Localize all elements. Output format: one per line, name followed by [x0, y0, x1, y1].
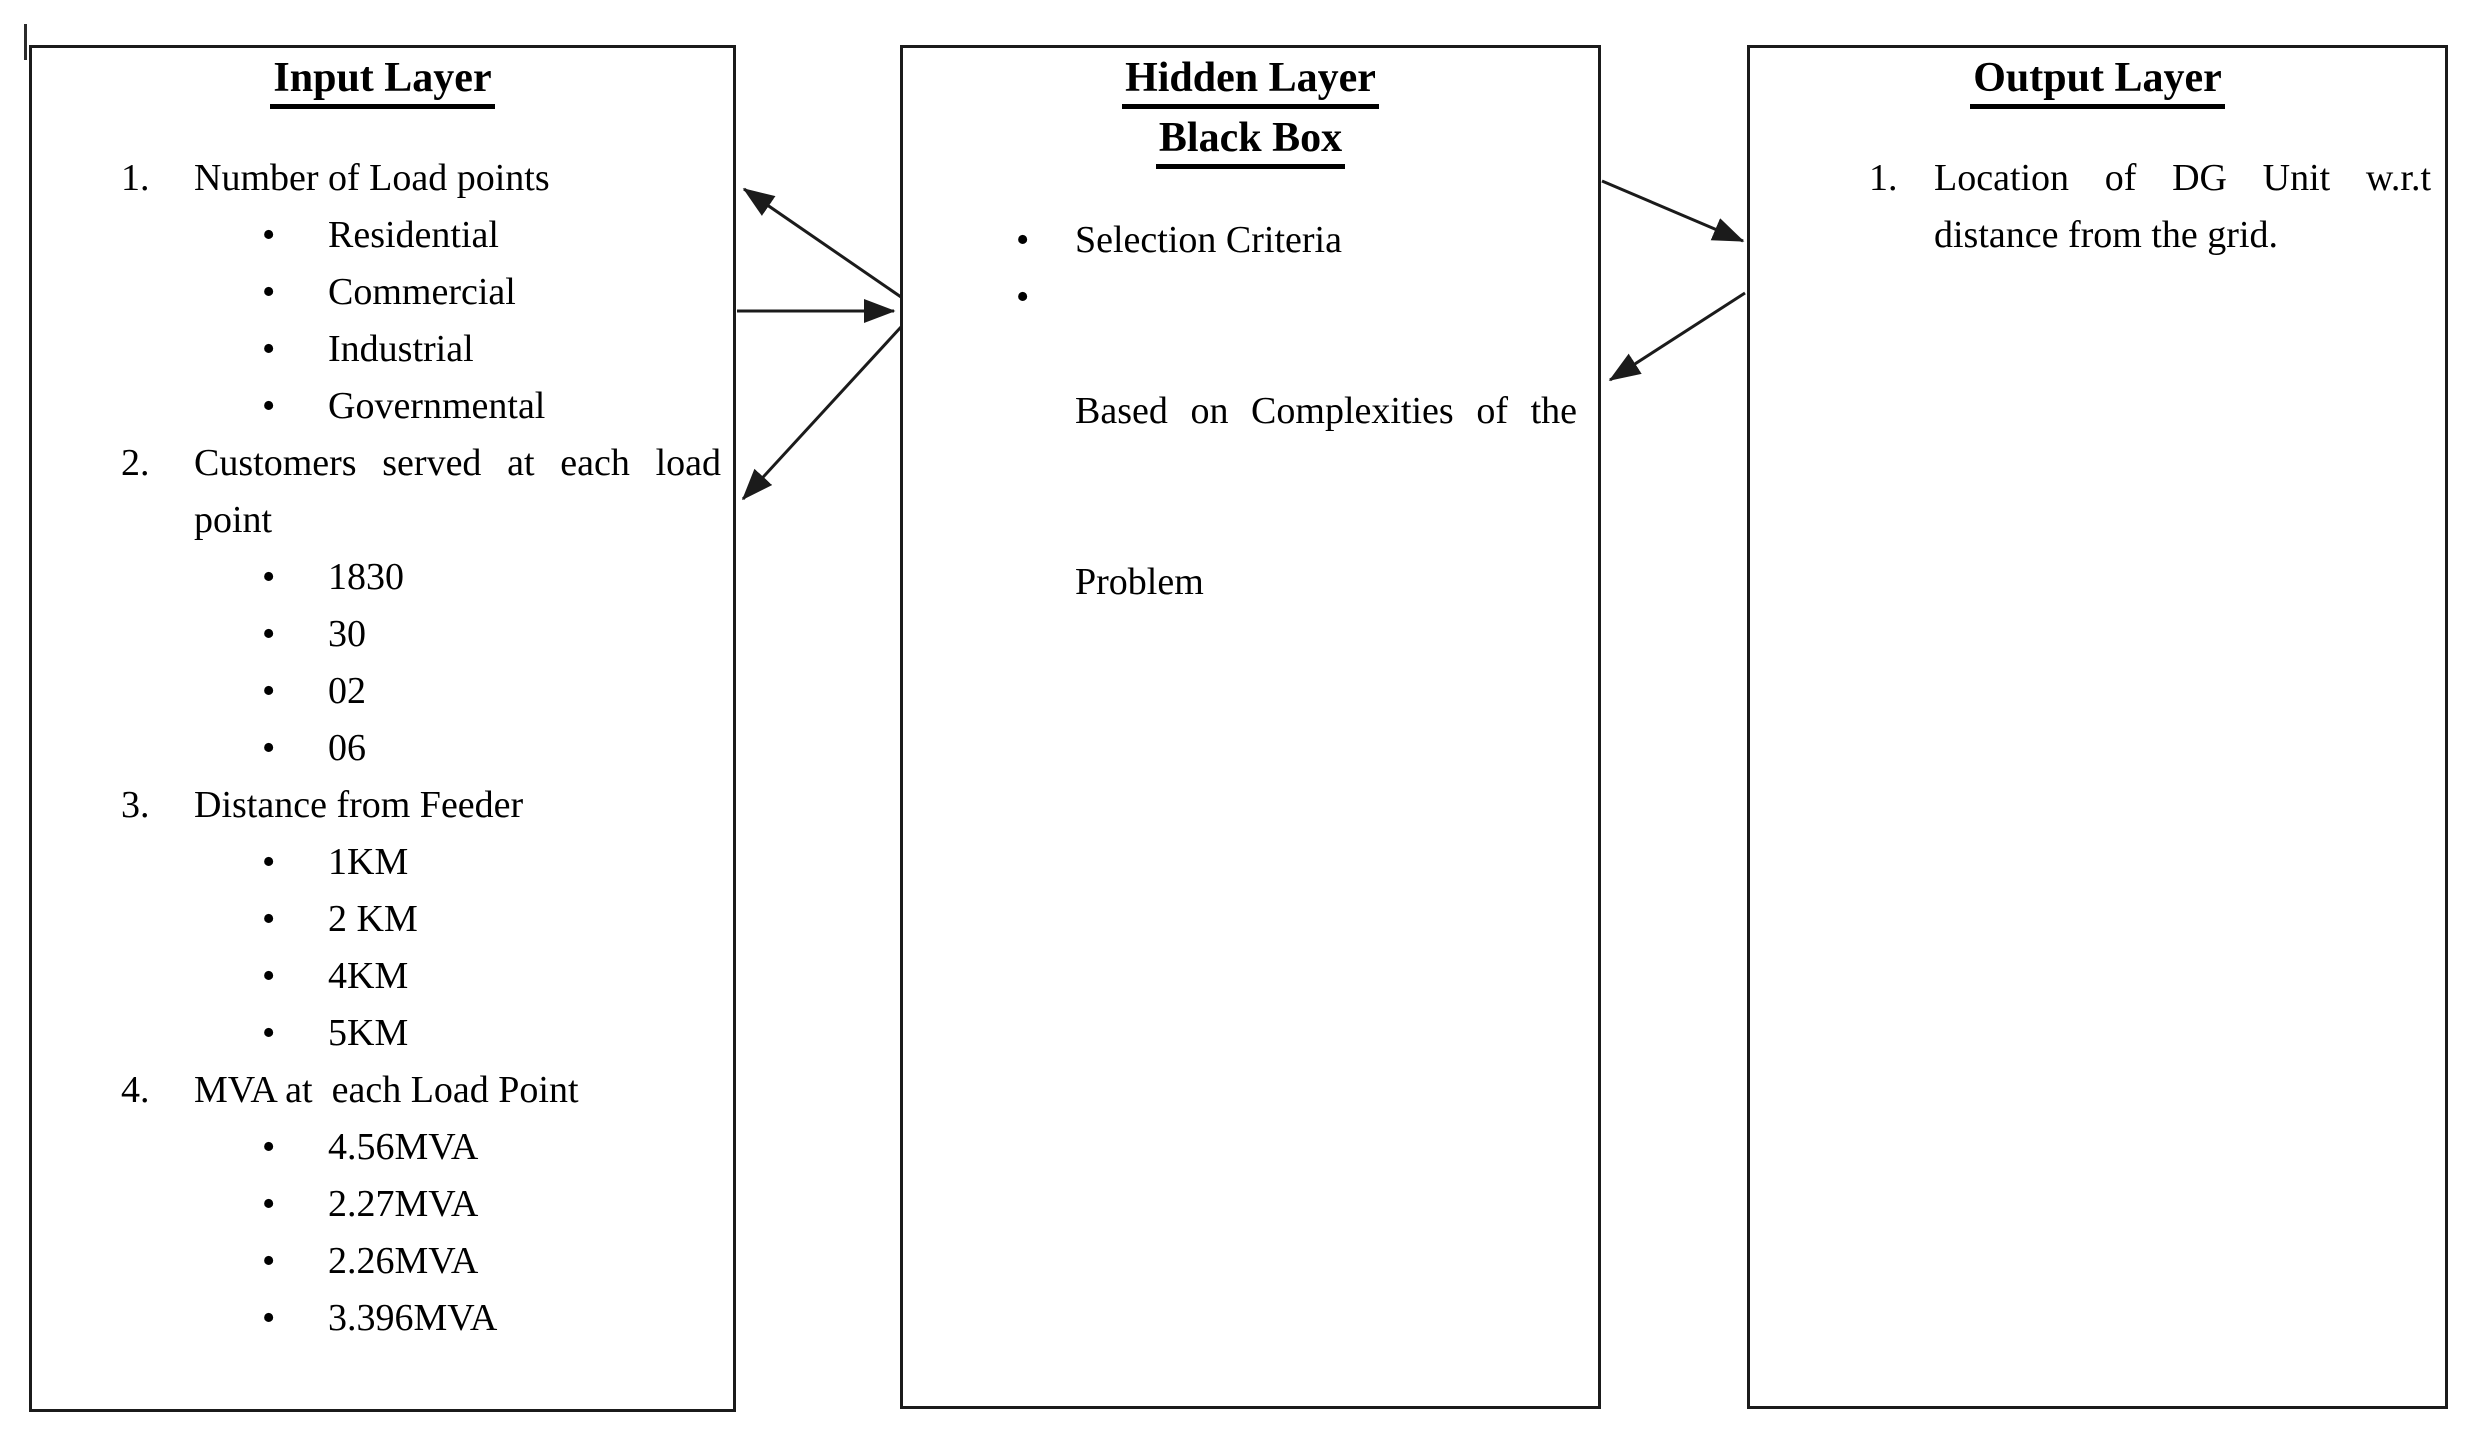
bullet-icon: •: [262, 1126, 276, 1168]
input-layer-list: 1. Number of Load points • Residential •…: [32, 150, 733, 1347]
bullet-text: Residential: [328, 214, 499, 256]
bullet-icon: •: [262, 214, 276, 256]
bullet-icon: •: [1016, 219, 1030, 261]
input-layer-box: Input Layer 1. Number of Load points • R…: [29, 45, 736, 1412]
bullet-text: 06: [328, 727, 366, 769]
item-text: Location of DG Unit w.r.t: [1934, 157, 2431, 199]
bullet-icon: •: [262, 1012, 276, 1054]
hidden-layer-title-text: Hidden Layer: [1122, 55, 1379, 109]
bullet-item: • Governmental: [32, 378, 733, 435]
bullet-text: 5KM: [328, 1012, 409, 1054]
item-number: 2.: [121, 442, 150, 484]
text-cursor: [24, 24, 27, 60]
bullet-item: • Industrial: [32, 321, 733, 378]
bullet-item: • 30: [32, 606, 733, 663]
bullet-item: • 2.27MVA: [32, 1176, 733, 1233]
bullet-item: • 3.396MVA: [32, 1290, 733, 1347]
bullet-item: • 2.26MVA: [32, 1233, 733, 1290]
arrow-hidden-to-output-icon: [1601, 179, 1745, 243]
bullet-icon: •: [262, 1297, 276, 1339]
item-text: distance from the grid.: [1934, 214, 2279, 256]
item-number: 1.: [121, 157, 150, 199]
input-layer-title-text: Input Layer: [270, 55, 495, 109]
bullet-text: 2.27MVA: [328, 1183, 479, 1225]
bullet-item: • Commercial: [32, 264, 733, 321]
bullet-text: 02: [328, 670, 366, 712]
bullet-icon: •: [262, 1240, 276, 1282]
bullet-icon: •: [262, 670, 276, 712]
bullet-text: 1830: [328, 556, 404, 598]
hidden-layer-subtitle-text: Black Box: [1155, 115, 1346, 169]
bullet-item: • 02: [32, 663, 733, 720]
bullet-icon: •: [262, 898, 276, 940]
arrow-hidden-to-input-upper-icon: [742, 187, 902, 299]
bullet-item: • 4KM: [32, 948, 733, 1005]
input-layer-title: Input Layer: [32, 48, 733, 109]
bullet-item: • 5KM: [32, 1005, 733, 1062]
arrow-output-to-hidden-icon: [1608, 291, 1746, 382]
numbered-item: 1. Location of DG Unit w.r.t distance fr…: [1750, 150, 2445, 264]
bullet-text: 1KM: [328, 841, 409, 883]
arrow-hidden-to-input-lower-icon: [741, 325, 903, 501]
output-layer-title-text: Output Layer: [1970, 55, 2225, 109]
output-layer-title: Output Layer: [1750, 48, 2445, 109]
bullet-text: 4KM: [328, 955, 409, 997]
hidden-layer-title: Hidden Layer: [903, 48, 1598, 109]
bullet-item: • Based on Complexities of the Problem: [903, 269, 1598, 725]
bullet-icon: •: [262, 385, 276, 427]
item-number: 1.: [1869, 157, 1898, 199]
bullet-text: Governmental: [328, 385, 546, 427]
item-text: Number of Load points: [194, 157, 550, 199]
bullet-item: • 4.56MVA: [32, 1119, 733, 1176]
bullet-text: Commercial: [328, 271, 516, 313]
numbered-item: 4. MVA at each Load Point: [32, 1062, 733, 1119]
numbered-item: 2. Customers served at each load point: [32, 435, 733, 549]
output-layer-list: 1. Location of DG Unit w.r.t distance fr…: [1750, 150, 2445, 264]
bullet-item: • Selection Criteria: [903, 212, 1598, 269]
bullet-item: • 1KM: [32, 834, 733, 891]
bullet-icon: •: [262, 271, 276, 313]
output-layer-box: Output Layer 1. Location of DG Unit w.r.…: [1747, 45, 2448, 1409]
bullet-icon: •: [262, 613, 276, 655]
hidden-layer-list: • Selection Criteria • Based on Complexi…: [903, 212, 1598, 725]
bullet-item: • Residential: [32, 207, 733, 264]
bullet-item: • 1830: [32, 549, 733, 606]
numbered-item: 3. Distance from Feeder: [32, 777, 733, 834]
numbered-item: 1. Number of Load points: [32, 150, 733, 207]
item-number: 4.: [121, 1069, 150, 1111]
bullet-icon: •: [262, 1183, 276, 1225]
bullet-icon: •: [1016, 276, 1030, 318]
hidden-layer-subtitle: Black Box: [903, 108, 1598, 169]
bullet-text: 30: [328, 613, 366, 655]
bullet-item: • 2 KM: [32, 891, 733, 948]
bullet-icon: •: [262, 328, 276, 370]
bullet-text: Problem: [1075, 561, 1204, 603]
item-text: Customers served at each load: [194, 442, 721, 484]
bullet-text: 4.56MVA: [328, 1126, 479, 1168]
item-text: point: [194, 499, 273, 541]
item-number: 3.: [121, 784, 150, 826]
bullet-text: Based on Complexities of the: [1075, 390, 1577, 432]
bullet-icon: •: [262, 727, 276, 769]
bullet-icon: •: [262, 955, 276, 997]
bullet-text: 2.26MVA: [328, 1240, 479, 1282]
hidden-layer-box: Hidden Layer Black Box • Selection Crite…: [900, 45, 1601, 1409]
item-text: Distance from Feeder: [194, 784, 524, 826]
bullet-text: 3.396MVA: [328, 1297, 498, 1339]
bullet-icon: •: [262, 841, 276, 883]
bullet-item: • 06: [32, 720, 733, 777]
bullet-icon: •: [262, 556, 276, 598]
item-text: MVA at each Load Point: [194, 1069, 579, 1111]
bullet-text: Selection Criteria: [1075, 219, 1342, 261]
bullet-text: Industrial: [328, 328, 474, 370]
bullet-text: 2 KM: [328, 898, 418, 940]
